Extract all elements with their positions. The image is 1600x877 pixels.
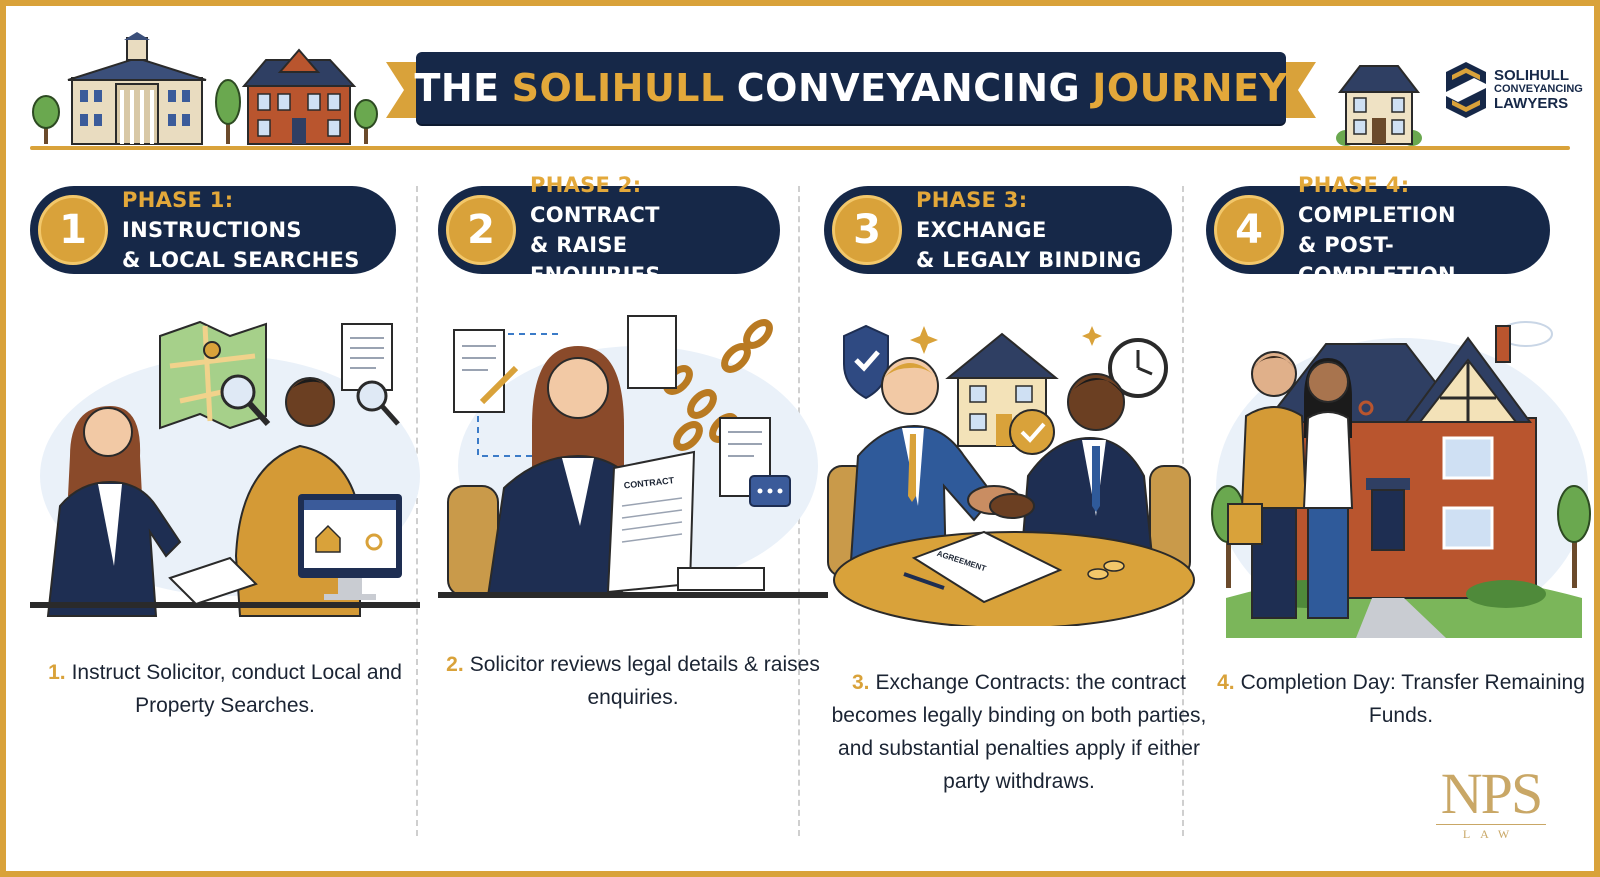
phase-label: PHASE 4:	[1298, 173, 1410, 197]
caption-number: 3.	[851, 671, 870, 694]
coins-icon	[1087, 560, 1125, 580]
phase-header-1: 1 PHASE 1: INSTRUCTIONS & LOCAL SEARCHES	[30, 186, 396, 274]
phase-header-4: 4 PHASE 4: COMPLETION & POST-COMPLETION	[1206, 173, 1550, 287]
caption-text: Exchange Contracts: the contract becomes…	[831, 671, 1207, 793]
phase-title-line2: & RAISE ENQUIRIES	[530, 233, 661, 287]
phase-title-line2: & LEGALY BINDING	[916, 248, 1142, 272]
contract-review-illustration: CONTRACT	[438, 315, 828, 598]
brick-house-icon	[241, 48, 357, 145]
phase-title-line1: INSTRUCTIONS	[122, 218, 302, 242]
caption-text: Completion Day: Transfer Remaining Funds…	[1240, 671, 1585, 727]
solicitor-woman-figure	[447, 346, 654, 597]
brand-logo: SOLIHULL CONVEYANCING LAWYERS	[1446, 62, 1583, 118]
detached-house-icon	[1336, 65, 1422, 146]
title-word-highlight: JOURNEY	[1092, 66, 1288, 110]
phase-title: PHASE 4: COMPLETION & POST-COMPLETION	[1298, 170, 1528, 290]
tree-icon	[32, 95, 60, 144]
computer-monitor-icon	[298, 494, 402, 600]
caption-number: 1.	[48, 661, 66, 684]
header: THE SOLIHULL CONVEYANCING JOURNEY SOLIHU…	[6, 6, 1594, 156]
phase-column-4: 4 PHASE 4: COMPLETION & POST-COMPLETION	[1206, 173, 1594, 846]
logo-line: LAWYERS	[1494, 94, 1569, 112]
phase-caption: 3.Exchange Contracts: the contract becom…	[824, 666, 1214, 798]
town-hall-icon	[67, 32, 207, 145]
phase-number-badge: 3	[832, 195, 902, 265]
document-pen-icon	[453, 329, 519, 413]
map-icon	[159, 320, 267, 430]
magnifying-glass-icon	[220, 374, 271, 427]
document-icon	[341, 323, 400, 426]
phase-header-3: 3 PHASE 3: EXCHANGE & LEGALY BINDING	[824, 186, 1172, 274]
phase-title: PHASE 1: INSTRUCTIONS & LOCAL SEARCHES	[122, 185, 374, 275]
caption-number: 4.	[1217, 671, 1235, 694]
homeowner-man-figure	[1227, 351, 1308, 619]
nps-law-watermark: NPS LAW	[1436, 761, 1546, 842]
phase-label: PHASE 3:	[916, 188, 1028, 212]
phase-title-line2: & POST-COMPLETION	[1298, 233, 1456, 287]
phase-caption: 2.Solicitor reviews legal details & rais…	[438, 648, 828, 714]
caption-number: 2.	[446, 653, 464, 676]
tree-icon	[354, 99, 378, 144]
title-word: CONVEYANCING	[736, 66, 1081, 110]
column-divider	[416, 186, 418, 836]
phase-title: PHASE 2: CONTRACT & RAISE ENQUIRIES	[530, 170, 758, 290]
phase-number-badge: 1	[38, 195, 108, 265]
tree-icon	[215, 79, 241, 144]
paper-stack-icon	[168, 556, 258, 606]
title-word-highlight: SOLIHULL	[511, 66, 725, 110]
agreement-document: AGREEMENT	[911, 530, 1063, 604]
shield-check-icon	[843, 324, 889, 400]
title-word: THE	[414, 66, 500, 110]
phase-column-3: 3 PHASE 3: EXCHANGE & LEGALY BINDING	[824, 186, 1214, 846]
solihull-s-logo-icon	[1446, 62, 1486, 118]
approval-badge-icon	[1009, 409, 1055, 455]
buyer-man-figure	[848, 357, 996, 577]
clock-icon	[1108, 338, 1168, 398]
caption-text: Solicitor reviews legal details & raises…	[469, 653, 820, 709]
caption-text: Instruct Solicitor, conduct Local and Pr…	[71, 661, 402, 717]
logo-line: CONVEYANCING	[1494, 83, 1583, 96]
contract-document: CONTRACT	[606, 450, 696, 594]
phase-caption: 1.Instruct Solicitor, conduct Local and …	[30, 656, 420, 722]
phase-title-line2: & LOCAL SEARCHES	[122, 248, 360, 272]
handshake-agreement-illustration: AGREEMENT	[827, 324, 1195, 626]
house-key-icon	[1358, 400, 1374, 416]
chat-bubble-icon	[749, 475, 791, 507]
phase-label: PHASE 2:	[530, 173, 642, 197]
header-divider	[30, 146, 1570, 150]
phase-number-badge: 2	[446, 195, 516, 265]
title-banner: THE SOLIHULL CONVEYANCING JOURNEY	[386, 46, 1316, 132]
phase-title: PHASE 3: EXCHANGE & LEGALY BINDING	[916, 185, 1150, 275]
phase-title-line1: EXCHANGE	[916, 218, 1047, 242]
phase-title-line1: COMPLETION	[1298, 203, 1456, 227]
phase-header-2: 2 PHASE 2: CONTRACT & RAISE ENQUIRIES	[438, 173, 780, 287]
page-title: THE SOLIHULL CONVEYANCING JOURNEY	[414, 52, 1288, 124]
sparkle-icon	[910, 326, 1102, 354]
phase-column-1: 1 PHASE 1: INSTRUCTIONS & LOCAL SEARCHES	[30, 186, 420, 846]
pen-icon	[903, 572, 945, 590]
solicitor-woman-figure	[46, 406, 182, 617]
watermark-letters: NPS	[1440, 761, 1543, 826]
new-homeowners-illustration	[1211, 321, 1591, 638]
handshake-icon	[967, 485, 1035, 519]
homeowner-woman-figure	[1302, 358, 1374, 619]
town-buildings-illustration	[32, 32, 378, 145]
phase-number-badge: 4	[1214, 195, 1284, 265]
phase-title-line1: CONTRACT	[530, 203, 660, 227]
phase-label: PHASE 1:	[122, 188, 234, 212]
solicitor-client-meeting-illustration	[30, 320, 420, 617]
logo-wordmark: SOLIHULL CONVEYANCING LAWYERS	[1494, 68, 1583, 111]
watermark-sub: LAW	[1436, 824, 1546, 842]
phase-caption: 4.Completion Day: Transfer Remaining Fun…	[1206, 666, 1594, 732]
logo-line: SOLIHULL	[1494, 67, 1569, 85]
phase-column-2: 2 PHASE 2: CONTRACT & RAISE ENQUIRIES	[438, 173, 828, 846]
